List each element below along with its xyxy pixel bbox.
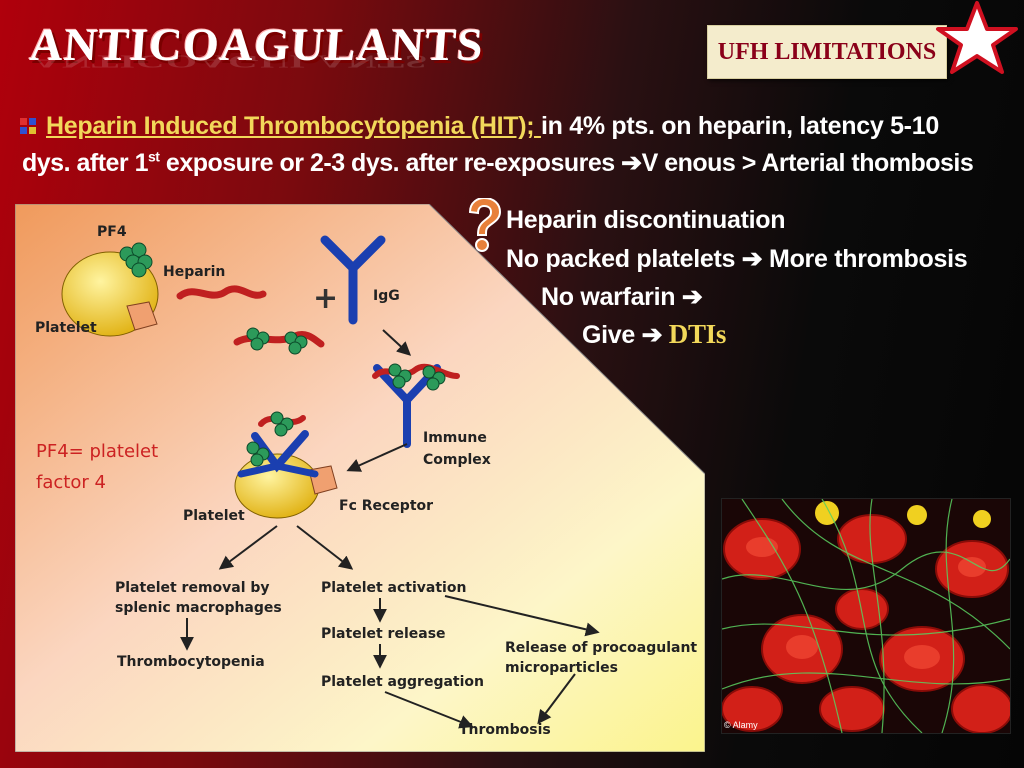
r3-text: No warfarin xyxy=(541,283,682,311)
label-procoagulant-2: microparticles xyxy=(505,660,618,676)
label-thrombosis: Thrombosis xyxy=(459,722,551,738)
bullet-icon xyxy=(20,118,36,134)
arrow-right-icon: ➔ xyxy=(741,245,763,273)
slide-title-reflection: ANTICOAGULANTS xyxy=(32,51,429,72)
star-icon xyxy=(936,1,1018,74)
hit-mechanism-diagram: + PF4 Heparin Platelet I xyxy=(15,204,705,752)
plus-sign: + xyxy=(313,281,338,316)
label-complex: Complex xyxy=(423,452,491,468)
label-activation: Platelet activation xyxy=(321,580,466,596)
recommendation-heparin-discontinuation: Heparin discontinuation xyxy=(506,206,786,234)
pf4-heparin-complex xyxy=(233,327,325,355)
photo-credit: © Alamy xyxy=(724,720,758,730)
label-removal-2: splenic macrophages xyxy=(115,600,282,616)
label-thrombocytopenia: Thrombocytopenia xyxy=(117,654,265,670)
label-immune: Immune xyxy=(423,430,487,446)
label-fc-receptor: Fc Receptor xyxy=(339,498,433,514)
hit-line-2-part-b: exposure or 2-3 dys. after re-exposures xyxy=(159,149,622,177)
question-mark-icon xyxy=(468,198,502,252)
recommendation-no-warfarin: No warfarin ➔ xyxy=(541,282,703,312)
hit-line-2-sup: st xyxy=(148,148,160,165)
hit-line-2: dys. after 1st exposure or 2-3 dys. afte… xyxy=(22,148,974,178)
r2-text-a: No packed platelets xyxy=(506,245,742,273)
label-aggregation: Platelet aggregation xyxy=(321,674,484,690)
immune-complex xyxy=(372,363,460,448)
arrow-right-icon: ➔ xyxy=(681,283,703,311)
arrow-right-icon: ➔ xyxy=(621,149,642,177)
r2-text-b: More thrombosis xyxy=(762,245,968,273)
label-procoagulant-1: Release of procoagulant xyxy=(505,640,697,656)
hit-title: Heparin Induced Thrombocytopenia (HIT); xyxy=(46,112,541,140)
hit-line-2-part-c: V enous > Arterial thombosis xyxy=(641,149,974,177)
hit-line-2-part-a: dys. after 1 xyxy=(22,149,149,177)
recommendation-give-dtis: Give ➔ DTIs xyxy=(582,319,726,350)
blood-clot-photo xyxy=(721,498,1011,734)
label-pf4: PF4 xyxy=(97,224,127,240)
pf4-definition-note: PF4= platelet factor 4 xyxy=(36,441,159,493)
label-removal-1: Platelet removal by xyxy=(115,580,270,596)
label-platelet-top: Platelet xyxy=(35,320,97,336)
hit-line-1-rest: in 4% pts. on heparin, latency 5-10 xyxy=(540,112,939,140)
igg-antibody xyxy=(320,235,386,325)
r4-text-a: Give xyxy=(582,321,642,349)
ufh-limitations-label: UFH LIMITATIONS xyxy=(717,38,937,65)
recommendation-no-packed-platelets: No packed platelets ➔ More thrombosis xyxy=(506,244,968,274)
label-platelet-middle: Platelet xyxy=(183,508,245,524)
dtis-label: DTIs xyxy=(662,319,727,349)
label-heparin: Heparin xyxy=(163,264,225,280)
label-release: Platelet release xyxy=(321,626,446,642)
ufh-limitations-badge: UFH LIMITATIONS xyxy=(707,25,947,79)
platelet-middle xyxy=(234,411,338,519)
platelet-top xyxy=(61,242,159,337)
arrow-right-icon: ➔ xyxy=(641,321,663,349)
heparin-strand xyxy=(176,285,267,300)
label-igg: IgG xyxy=(373,288,400,304)
diagram-background xyxy=(15,204,705,752)
hit-line-1: Heparin Induced Thrombocytopenia (HIT); … xyxy=(46,112,939,141)
